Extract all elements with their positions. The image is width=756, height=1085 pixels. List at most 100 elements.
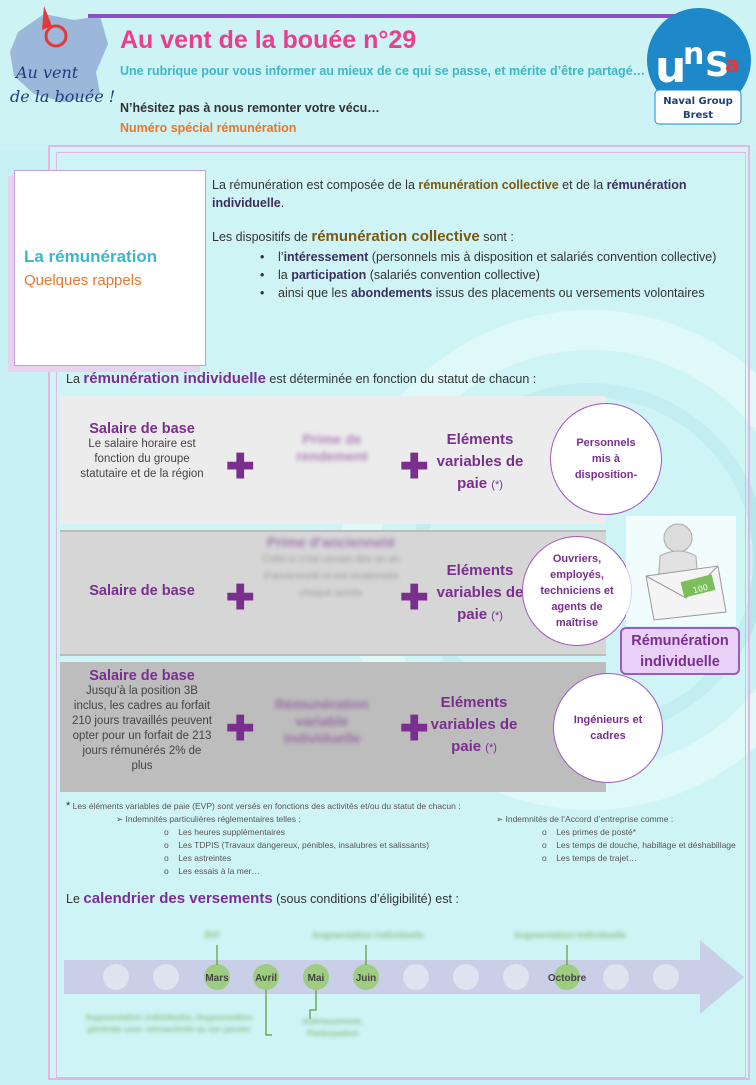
timeline-dot bbox=[303, 964, 329, 990]
seniority-blurred: Prime d’ancienneté Celle-ci n’est versée… bbox=[262, 534, 400, 602]
special-issue-label: Numéro spécial rémunération bbox=[120, 121, 297, 135]
calendar-heading: Le calendrier des versements (sous condi… bbox=[66, 890, 459, 907]
month-label: Juin bbox=[356, 973, 377, 984]
base-salary-block: Salaire de base Le salaire horaire est f… bbox=[72, 421, 212, 482]
timeline-dots bbox=[103, 964, 679, 990]
timeline-dot bbox=[453, 964, 479, 990]
seniority-desc: Celle-ci n’est versée dès un an d’ancien… bbox=[262, 554, 400, 599]
salary-row-workers bbox=[60, 530, 606, 656]
base-salary-block: Salaire de base bbox=[72, 583, 212, 599]
individual-pay-badge: Rémunération individuelle bbox=[620, 627, 740, 675]
timeline-dot bbox=[353, 964, 379, 990]
variable-pay: Eléments variables de paie (*) bbox=[434, 560, 526, 627]
list-text: (salariés convention collective) bbox=[366, 268, 540, 282]
timeline-months: Mars Avril Mai Juin Octobre bbox=[205, 973, 586, 984]
envelope-figure-illustration: 100 bbox=[626, 516, 736, 626]
salary-row-mad bbox=[60, 396, 606, 524]
category-label: Personnels mis à disposition- bbox=[574, 437, 638, 481]
timeline-dot bbox=[653, 964, 679, 990]
intro-text-span: sont : bbox=[479, 230, 514, 244]
list-text: l’ bbox=[278, 250, 284, 264]
plus-icon: ✚ bbox=[400, 710, 429, 748]
list-emphasis: intéressement bbox=[283, 250, 369, 264]
timeline-blurred-labels: RVI Augmentation individuelle Augmentati… bbox=[205, 930, 627, 940]
page-subtitle: Une rubrique pour vous informer au mieux… bbox=[120, 64, 646, 78]
list-item: o Les astreintes bbox=[164, 853, 232, 863]
base-salary-title: Salaire de base bbox=[89, 583, 195, 599]
variable-pay-note: (*) bbox=[491, 610, 503, 622]
timeline-dot bbox=[204, 964, 230, 990]
footnote-left-title: ➢ Indemnités particulières réglementaire… bbox=[116, 814, 301, 824]
timeline-dot bbox=[403, 964, 429, 990]
month-label: Avril bbox=[255, 973, 277, 984]
calendar-text: Le bbox=[66, 892, 84, 906]
salary-row-engineers bbox=[60, 662, 606, 792]
individual-emphasis: rémunération individuelle bbox=[83, 370, 266, 387]
svg-text:Naval Group: Naval Group bbox=[663, 96, 733, 107]
page-title: Au vent de la bouée n°29 bbox=[120, 26, 417, 54]
list-text: Les astreintes bbox=[178, 853, 232, 863]
content-panel-inner bbox=[56, 152, 746, 1078]
list-emphasis: abondements bbox=[350, 286, 433, 300]
section-card bbox=[14, 170, 206, 366]
list-text: la bbox=[278, 268, 292, 282]
individual-text: est déterminée en fonction du statut de … bbox=[265, 372, 537, 386]
month-label: Octobre bbox=[548, 973, 587, 984]
base-salary-title: Salaire de base bbox=[89, 421, 195, 437]
base-salary-block: Salaire de base Jusqu’à la position 3B i… bbox=[72, 668, 212, 774]
variable-pay-note: (*) bbox=[485, 742, 497, 754]
list-text: Les primes de posté* bbox=[556, 827, 637, 837]
category-label: Ouvriers, employés, techniciens et agent… bbox=[540, 553, 614, 629]
individual-text: La bbox=[66, 372, 84, 386]
top-label: Augmentation individuelle bbox=[514, 930, 627, 940]
top-label: RVI bbox=[205, 930, 220, 940]
list-emphasis: participation bbox=[291, 268, 367, 282]
plus-icon: ✚ bbox=[226, 448, 255, 486]
payment-timeline: Mars Avril Mai Juin Octobre RVI Augmenta… bbox=[64, 930, 744, 1038]
category-circle: Personnels mis à disposition- bbox=[550, 403, 662, 515]
list-item: o Les TDPIS (Travaux dangereux, pénibles… bbox=[164, 840, 430, 850]
variable-pay-label: Eléments variables de paie bbox=[436, 431, 524, 492]
newsletter-logo: Au vent de la bouée ! bbox=[4, 2, 115, 117]
top-label: Augmentation individuelle bbox=[312, 930, 425, 940]
bottom-label: Augmentation individuelle, Augmentation … bbox=[85, 1012, 253, 1034]
plus-icon: ✚ bbox=[400, 448, 429, 486]
category-circle: Ingénieurs et cadres bbox=[553, 673, 663, 783]
list-item: la participation (salariés convention co… bbox=[260, 266, 732, 284]
footnote-right-list: ➢ Indemnités de l’Accord d’entreprise co… bbox=[496, 813, 736, 865]
variable-pay-blurred: Rémunération variable individuelle bbox=[274, 696, 370, 746]
list-item: ainsi que les abondements issus des plac… bbox=[260, 284, 732, 302]
individual-intro: La rémunération individuelle est détermi… bbox=[66, 370, 536, 387]
section-title: La rémunération bbox=[24, 247, 158, 266]
union-logo: u n S a Naval Group Brest bbox=[643, 4, 753, 129]
timeline-dot bbox=[503, 964, 529, 990]
intro-emphasis: rémunération collective bbox=[311, 228, 480, 245]
plus-icon: ✚ bbox=[226, 579, 255, 617]
category-circle: Ouvriers, employés, techniciens et agent… bbox=[522, 536, 632, 646]
list-item: o Les temps de douche, habillage et désh… bbox=[542, 840, 736, 850]
bonus-blurred: Prime de rendement bbox=[296, 431, 368, 464]
connector-line bbox=[265, 990, 272, 1036]
timeline-dot bbox=[603, 964, 629, 990]
base-salary-desc: Jusqu’à la position 3B inclus, les cadre… bbox=[72, 685, 212, 772]
intro-text-span: et de la bbox=[558, 178, 607, 192]
svg-text:de la bouée !: de la bouée ! bbox=[10, 87, 114, 106]
svg-text:S: S bbox=[705, 45, 730, 85]
evp-footnote: * Les éléments variables de paie (EVP) s… bbox=[66, 800, 736, 813]
footnote-star: * bbox=[66, 800, 71, 812]
timeline-dot bbox=[554, 964, 580, 990]
svg-text:a: a bbox=[725, 53, 740, 78]
calendar-text: (sous conditions d’éligibilité) est : bbox=[272, 892, 459, 906]
bottom-label: Intéressement, Participation bbox=[303, 1016, 363, 1038]
collective-list: l’intéressement (personnels mis à dispos… bbox=[260, 248, 732, 302]
list-text: Les heures supplémentaires bbox=[178, 827, 285, 837]
variable-pay: Eléments variables de paie (*) bbox=[434, 429, 526, 496]
list-text: (personnels mis à disposition et salarié… bbox=[368, 250, 717, 264]
intro-text-span: Les dispositifs de bbox=[212, 230, 312, 244]
list-item: o Les temps de trajet… bbox=[542, 853, 637, 863]
plus-icon: ✚ bbox=[226, 710, 255, 748]
list-item: o Les essais à la mer… bbox=[164, 866, 260, 876]
intro-text: La rémunération est composée de la rémun… bbox=[212, 176, 732, 302]
timeline-dot bbox=[103, 964, 129, 990]
header-divider bbox=[88, 14, 700, 18]
